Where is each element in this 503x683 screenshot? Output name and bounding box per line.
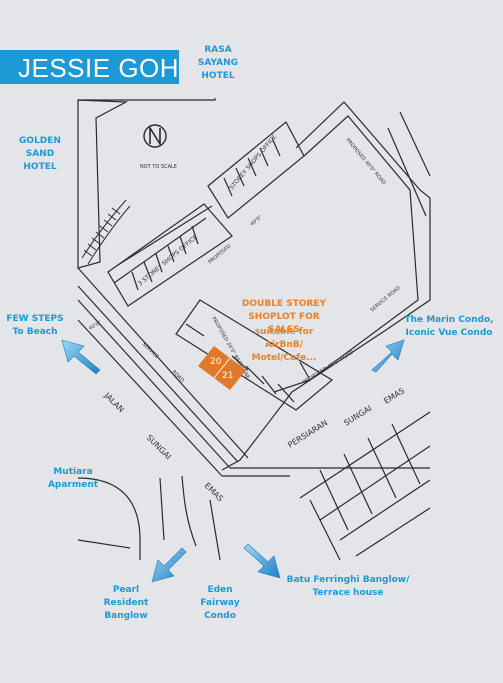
compass-icon [143, 124, 167, 148]
central-parcel [221, 101, 431, 471]
landmark-batu-ferringhi: Batu Ferringhi Banglow/ Terrace house [286, 575, 410, 598]
promo-headline: DOUBLE STOREY SHOPLOT FOR SALES [241, 299, 327, 335]
curved-road-left [77, 477, 141, 560]
arrow-to-beach-icon [61, 339, 101, 375]
shop-block-upper [207, 121, 305, 219]
arrow-to-pearl-icon [151, 547, 187, 583]
jalan-sungai-emas-road [77, 299, 231, 469]
lot-20-label: 20 [210, 357, 222, 367]
landmark-golden-sand: GOLDEN SAND HOTEL [19, 136, 61, 172]
forty-label-mid: 40'0" [249, 214, 263, 227]
shop-block-left [107, 203, 233, 307]
road-label-sungai-2: SUNGAI [342, 404, 373, 428]
landmark-few-steps: FEW STEPS To Beach [6, 314, 64, 337]
lot-21-label: 21 [222, 371, 233, 381]
hatched-ramp [81, 199, 131, 265]
road-label-persiaran: PERSIARAN [286, 418, 329, 450]
site-boundary [77, 99, 129, 269]
lot-20 [198, 346, 230, 378]
proposed-label: PROPOSED [207, 243, 232, 265]
promo-subtext: suitable for AirBnB/ Motel/Cafe... [251, 327, 317, 363]
landmark-marin-condo: The Marin Condo, Iconic Vue Condo [404, 315, 494, 338]
name-banner [0, 50, 179, 84]
forty-label-left: 40'0" [88, 320, 102, 332]
road-label-jalan: JALAN [102, 390, 126, 414]
landmark-rasa-sayang: RASA SAYANG HOTEL [197, 45, 239, 81]
lot-21 [214, 358, 246, 390]
lot-highlight: 20 21 [198, 346, 246, 390]
road-label: ROAD [171, 369, 186, 384]
not-to-scale: NOT TO SCALE [140, 164, 177, 170]
lot-strip [175, 299, 334, 411]
arrow-to-marin-icon [371, 339, 405, 373]
landmark-mutiara: Mutiara Aparment [47, 467, 99, 490]
road-label-emas-2: EMAS [382, 386, 406, 406]
arrow-to-batu-icon [243, 543, 281, 579]
landmark-eden: Eden Fairway Condo [200, 585, 240, 621]
landmark-pearl: Pearl Resident Banglow [103, 585, 149, 621]
road-label-emas: EMAS [203, 481, 225, 503]
road-label-sungai: SUNGAI [145, 433, 173, 461]
agent-name: JESSIE GOH [18, 53, 180, 83]
service-road-label: SERVICE ROAD [369, 285, 402, 314]
